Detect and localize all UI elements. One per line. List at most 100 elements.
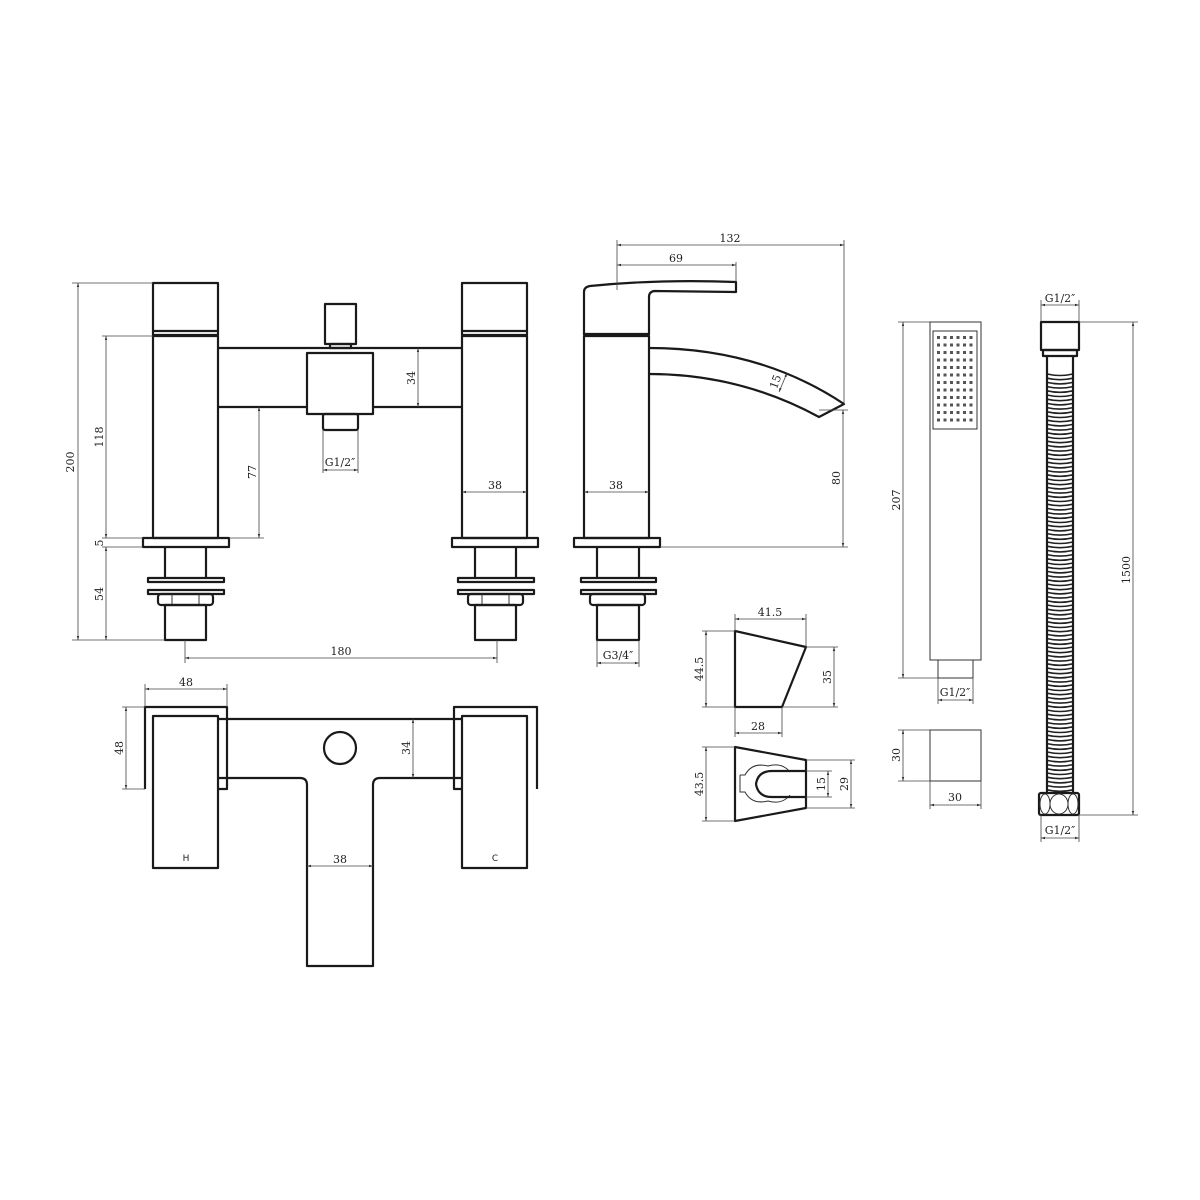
spray-nozzle [937,403,940,407]
hose-ridge [1046,671,1074,675]
hose-ridge [1046,637,1074,641]
hose-ridge [1046,390,1074,394]
spray-nozzle [950,396,953,399]
hose-ridge [1046,713,1074,717]
hose-ridge [1046,574,1074,578]
hose-ridge [1046,709,1074,713]
hose-ridge [1046,587,1074,591]
spray-nozzle [963,418,966,422]
side-dimensions: 132 69 15 80 38 G3/4″ [584,232,848,667]
spray-nozzle-grid [937,336,973,422]
dim-bracket-width: 30 [948,791,962,804]
dim-shank-length: 54 [93,587,106,601]
hose-ridge [1046,411,1074,415]
hose-ridge [1046,373,1074,377]
spray-nozzle [950,381,953,384]
spray-nozzle [943,366,947,369]
hose-ridge [1046,553,1074,557]
spray-nozzle [943,411,947,414]
spray-nozzle [950,366,953,369]
hose-ridge [1046,419,1074,423]
hose-ridge [1046,398,1074,402]
hose-ridge [1046,436,1074,440]
spray-nozzle [963,358,966,362]
hose-ridge [1046,675,1074,679]
hose-ridge [1046,730,1074,734]
hose-ridge [1046,755,1074,759]
dim-hose-bottom-thread: G1/2″ [1045,824,1076,837]
spray-nozzle [937,381,940,384]
hose-ridge [1046,440,1074,444]
bath-filler-front-view: 200 118 5 54 77 34 G1/2″ 38 180 [64,281,540,663]
spray-nozzle [950,336,953,339]
dim-hose-length: 1500 [1120,556,1133,584]
spray-nozzle [950,403,953,407]
hose-ridge [1046,608,1074,612]
spray-nozzle [943,403,947,407]
dim-spout-clearance: 77 [246,465,259,479]
spray-nozzle [963,388,966,392]
spray-nozzle [937,351,940,354]
spray-nozzle [963,373,966,377]
spray-nozzle [956,343,960,347]
hose-ridge [1046,684,1074,688]
spray-nozzle [950,358,953,362]
dim-handle-depth: 48 [113,741,126,755]
dim-holder-front-29: 29 [838,777,851,791]
hose-ridge [1046,415,1074,419]
spray-nozzle [956,336,960,339]
spray-nozzle [950,351,953,354]
dim-centres: 180 [331,645,352,658]
plan-view: H C 48 48 34 38 [113,676,539,968]
hot-label: H [183,854,190,864]
hose-ridge [1046,486,1074,490]
spray-nozzle [969,358,973,362]
dim-handset-thread: G1/2″ [940,686,971,699]
hand-holder-front: 15 29 43.5 [693,745,855,823]
spray-nozzle [963,381,966,384]
hose-ridge [1046,406,1074,410]
hose-ridge [1046,465,1074,469]
hose-ridge [1046,469,1074,473]
spray-nozzle [963,343,966,347]
spray-nozzle [956,366,960,369]
spray-nozzle [950,373,953,377]
hose-ridge [1046,507,1074,511]
spray-nozzle [969,418,973,422]
spray-nozzle [956,388,960,392]
dim-overall-height: 200 [64,452,77,473]
dim-bracket-height: 30 [890,748,903,762]
hose-ridge [1046,663,1074,667]
spray-nozzle [950,343,953,347]
hose-ridge [1046,524,1074,528]
spray-nozzle [950,411,953,414]
spray-nozzle [969,336,973,339]
spray-nozzle [963,366,966,369]
hose-ridge [1046,503,1074,507]
hose-ridge [1046,700,1074,704]
hose-ridge [1046,621,1074,625]
dim-plate-height: 5 [93,540,106,547]
dim-side-body-width: 38 [609,479,623,492]
spray-nozzle [963,396,966,399]
dim-tail-thread: G3/4″ [603,649,634,662]
spray-nozzle [943,388,947,392]
hose-ridge [1046,633,1074,637]
spray-nozzle [969,366,973,369]
dim-holder-front-height: 35 [821,670,834,684]
spray-nozzle [969,396,973,399]
hose-ridge [1046,688,1074,692]
hose-ridge [1046,583,1074,587]
shower-hose: G1/2″ 1500 G1/2″ [1037,292,1138,842]
hose-ridge [1046,679,1074,683]
spray-nozzle [937,343,940,347]
hose-ridge [1046,738,1074,742]
hose-ridge [1046,780,1074,784]
spray-nozzle [956,358,960,362]
hose-ridge [1046,734,1074,738]
spray-nozzle [969,351,973,354]
spray-nozzle [956,351,960,354]
dim-body-height: 118 [93,427,106,448]
spray-nozzle [963,336,966,339]
bridge-and-diverter [218,302,462,432]
